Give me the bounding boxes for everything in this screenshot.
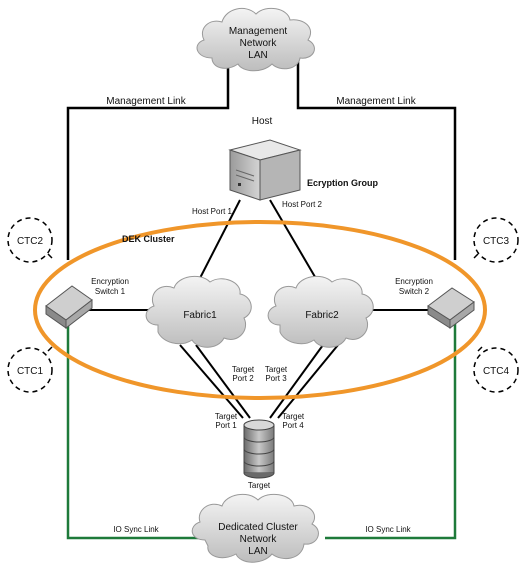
switch-1-label-line2: Switch 1 — [95, 287, 126, 296]
ctc4-node — [473, 347, 519, 393]
management-cloud-line3: LAN — [248, 50, 267, 61]
fabric2-cloud: Fabric2 — [267, 275, 374, 348]
ctc1-label: CTC1 — [17, 366, 44, 377]
ctc4-link — [477, 346, 483, 352]
ctc3-node — [473, 217, 519, 263]
management-cloud-line1: Management — [229, 26, 288, 37]
fabric1-cloud: Fabric1 — [145, 275, 252, 348]
ctc2-label: CTC2 — [17, 236, 44, 247]
ctc2-link — [47, 253, 53, 259]
host-port-1-link — [197, 199, 241, 283]
host-label: Host — [252, 116, 273, 127]
management-link-left-label: Management Link — [106, 96, 186, 107]
target-port-2-label-line2: Port 2 — [232, 374, 254, 383]
io-sync-link-left — [66, 320, 200, 540]
target-storage-icon — [243, 419, 275, 479]
encryption-switch-2-icon — [427, 287, 475, 329]
switch-2-label-line1: Encryption — [395, 277, 433, 286]
dedicated-cluster-cloud: Dedicated Cluster Network LAN — [191, 493, 319, 563]
ctc2-node — [7, 217, 53, 263]
switch-1-label-line1: Encryption — [91, 277, 129, 286]
encryption-switch-1-icon — [45, 285, 93, 330]
management-link-right — [296, 58, 457, 260]
ctc1-link — [47, 346, 53, 352]
host-port-2-link — [269, 199, 319, 283]
target-port-2-label-line1: Target — [232, 365, 255, 374]
ctc4-label: CTC4 — [483, 366, 510, 377]
switch-2-label-line2: Switch 2 — [399, 287, 430, 296]
fabric2-label: Fabric2 — [305, 310, 339, 321]
target-port-1-link — [179, 344, 244, 419]
ctc3-label: CTC3 — [483, 236, 510, 247]
management-link-left — [66, 58, 230, 260]
dedicated-cloud-line3: LAN — [248, 546, 267, 557]
target-port-1-label-line2: Port 1 — [215, 421, 237, 430]
target-port-3-label-line2: Port 3 — [265, 374, 287, 383]
dedicated-cloud-line1: Dedicated Cluster — [218, 522, 298, 533]
io-sync-link-left-label: IO Sync Link — [113, 525, 159, 534]
management-link-right-label: Management Link — [336, 96, 416, 107]
target-port-4-label-line2: Port 4 — [282, 421, 304, 430]
target-port-3-link — [269, 344, 324, 419]
host-port-1-label: Host Port 1 — [192, 207, 233, 216]
host-server-icon — [228, 139, 302, 201]
fabric1-label: Fabric1 — [183, 310, 217, 321]
target-port-2-link — [195, 344, 251, 419]
management-cloud-line2: Network — [240, 38, 278, 49]
ctc3-link — [473, 253, 479, 259]
target-port-1-label-line1: Target — [215, 412, 238, 421]
io-sync-link-right-label: IO Sync Link — [365, 525, 411, 534]
target-port-4-label-line1: Target — [282, 412, 305, 421]
dek-cluster-ring — [33, 220, 487, 400]
io-sync-link-right — [325, 320, 457, 540]
host-port-2-label: Host Port 2 — [282, 200, 323, 209]
target-port-4-link — [277, 344, 339, 419]
dedicated-cloud-line2: Network — [240, 534, 278, 545]
encryption-group-label: Ecryption Group — [307, 178, 379, 188]
dek-cluster-label: DEK Cluster — [122, 234, 175, 244]
target-label: Target — [248, 481, 271, 490]
ctc1-node — [7, 347, 53, 393]
management-network-cloud: Management Network LAN — [196, 7, 315, 72]
target-port-3-label-line1: Target — [265, 365, 288, 374]
